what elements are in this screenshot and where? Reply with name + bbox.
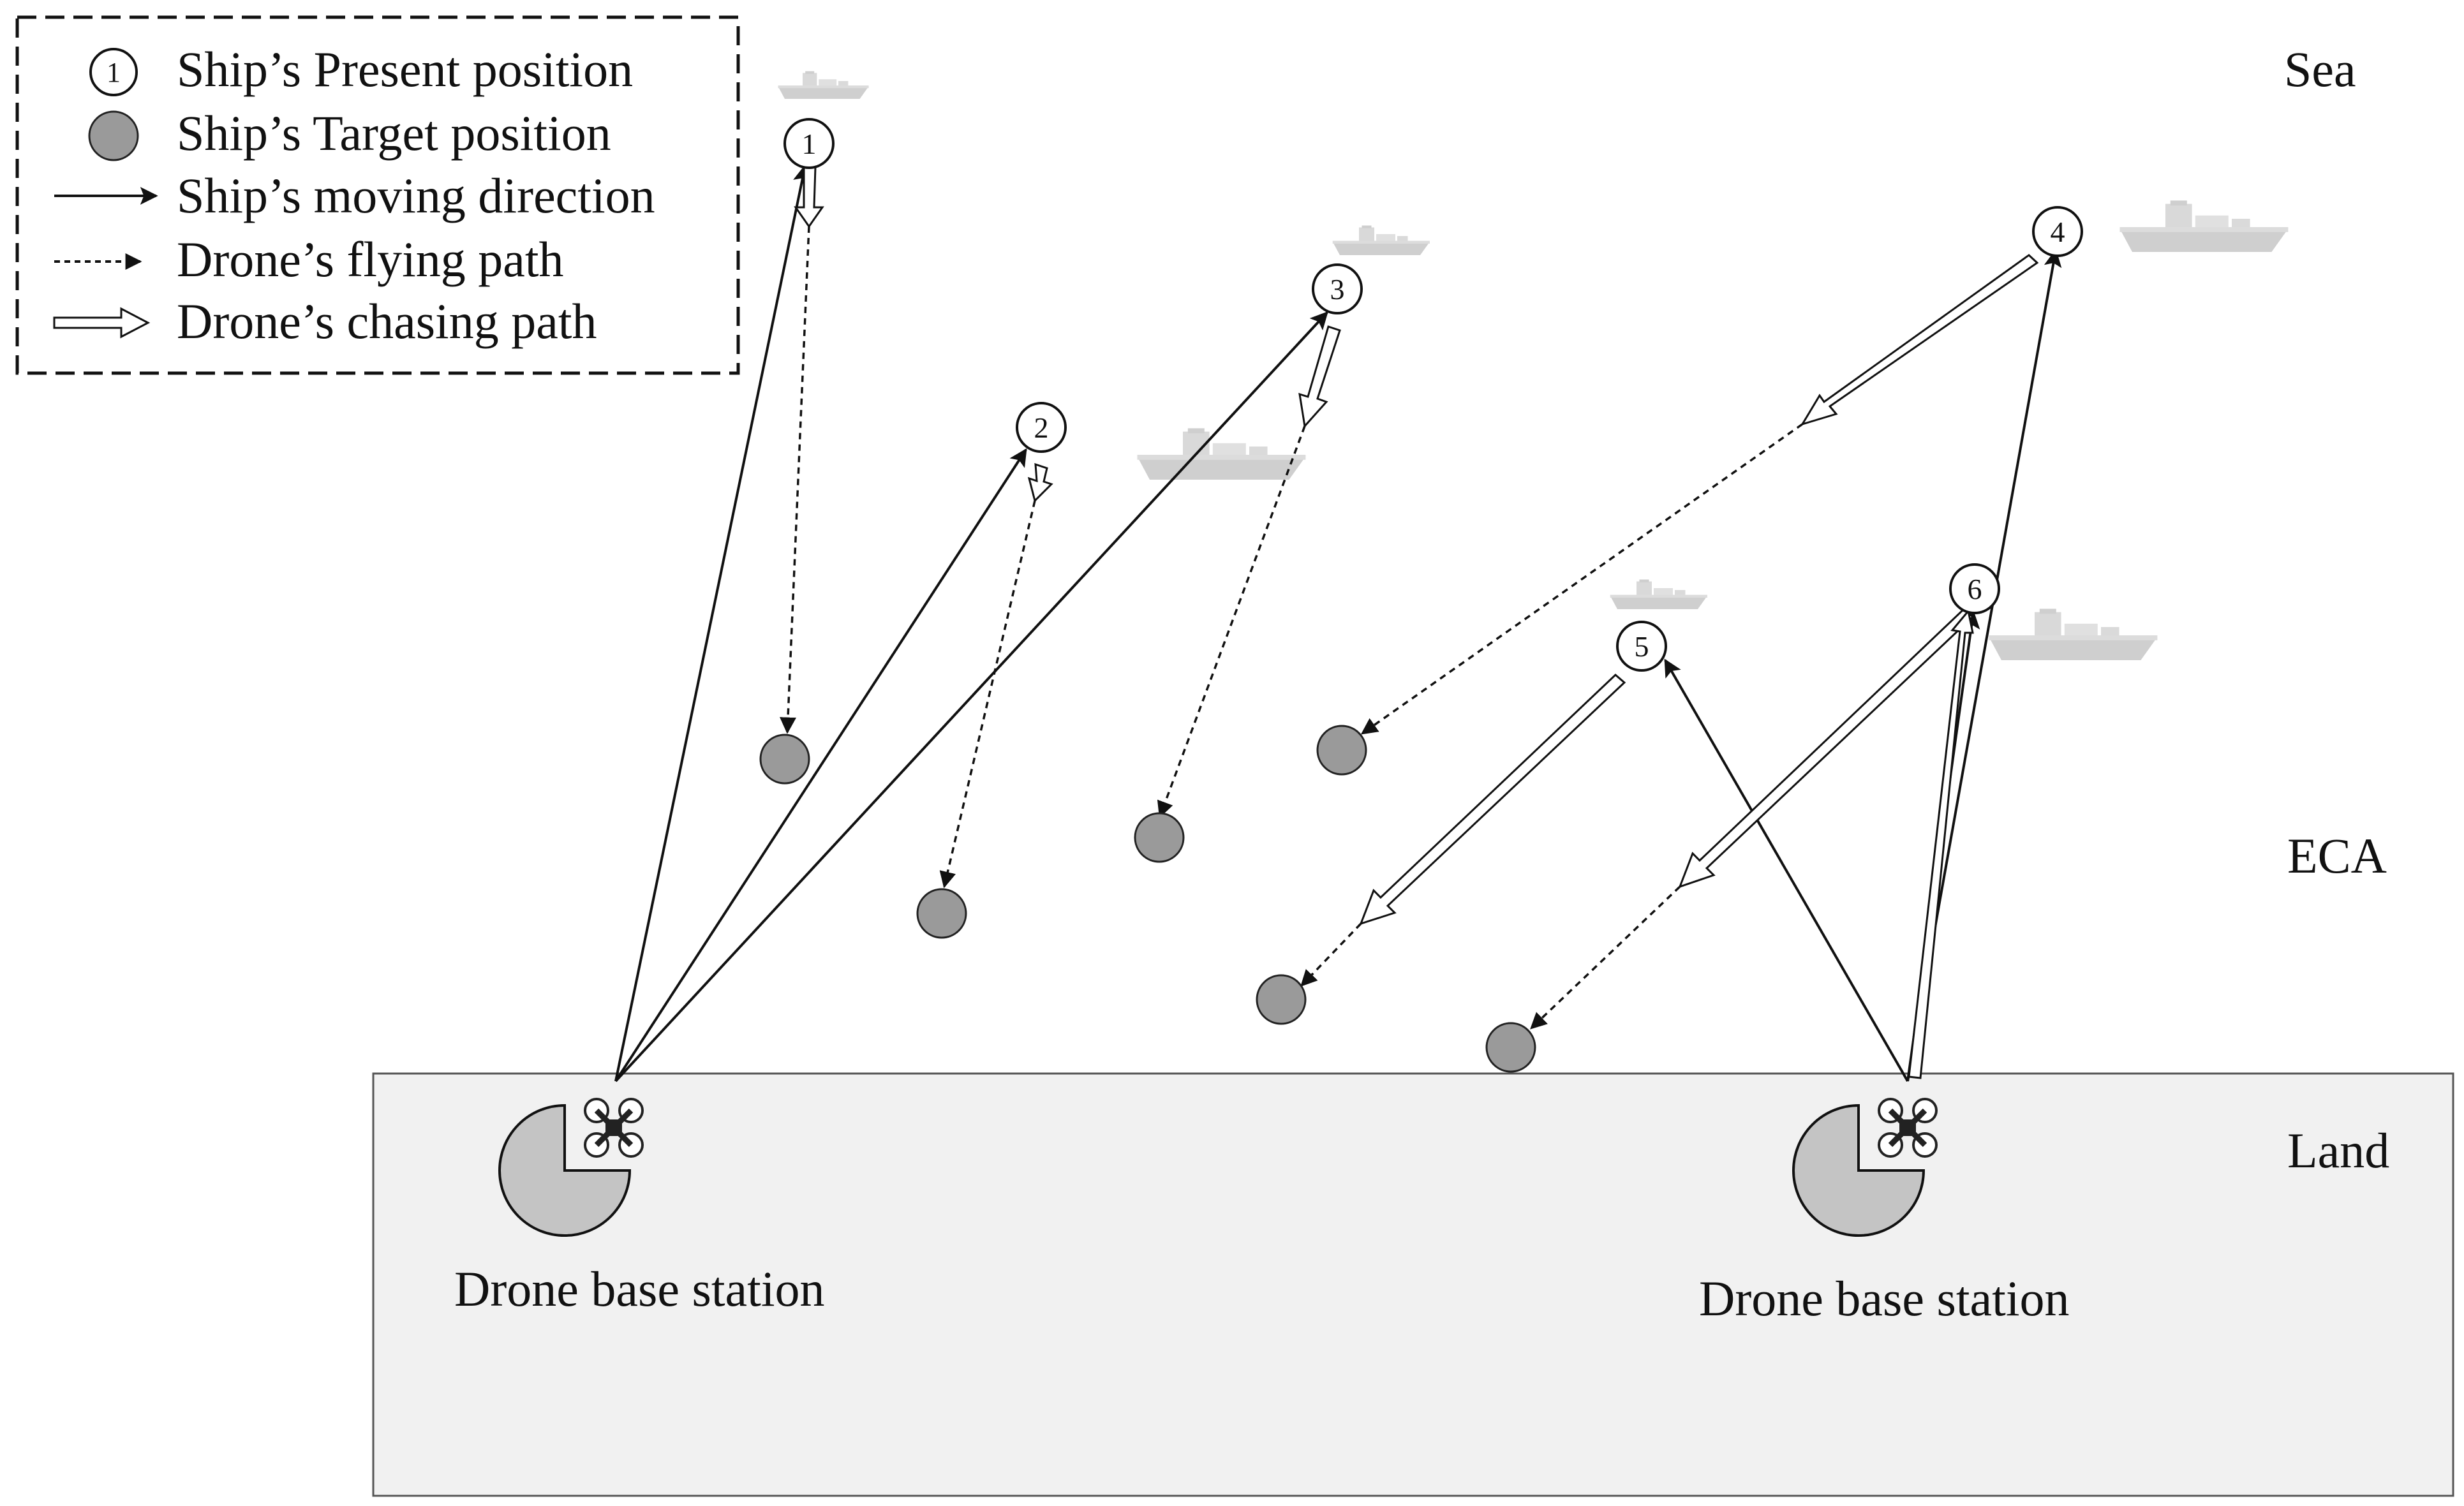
- present-position-6: [1949, 563, 2000, 614]
- base-station-icon-left: [498, 1104, 632, 1237]
- chasing-paths: [794, 166, 2039, 1079]
- ship-icon-1: [778, 71, 869, 99]
- legend-flying-label: Drone’s flying path: [177, 232, 564, 287]
- flying-path-4: [1360, 423, 1804, 735]
- legend-chasing-label: Drone’s chasing path: [177, 293, 597, 349]
- legend-target-symbol: [88, 110, 139, 161]
- moving-arrows: [614, 164, 2062, 1082]
- present-position-4: [2032, 206, 2083, 257]
- flying-paths: [780, 226, 1804, 1030]
- moving-arrow-2: [614, 448, 1027, 1082]
- chasing-path-6: [1678, 607, 1975, 889]
- chasing-path-1: [794, 166, 824, 228]
- ship-icon-2: [1137, 428, 1306, 480]
- present-position-3: [1312, 263, 1363, 314]
- present-position-2: [1016, 402, 1067, 453]
- chasing-path-4: [1800, 254, 2039, 426]
- base-station-left: Drone base station: [454, 1098, 825, 1317]
- moving-arrow-5: [1664, 658, 1909, 1082]
- ship-icon-6: [1989, 609, 2158, 660]
- target-position-4: [1316, 725, 1367, 776]
- base-station-right: Drone base station: [1699, 1098, 2070, 1326]
- legend-present-symbol-number: 1: [107, 57, 121, 88]
- flying-path-3: [1157, 425, 1306, 818]
- moving-arrow-1: [614, 164, 811, 1082]
- target-position-5: [1256, 974, 1307, 1025]
- target-position-1: [759, 734, 810, 785]
- legend-present-label: Ship’s Present position: [177, 41, 633, 97]
- present-position-1: [783, 118, 835, 169]
- present-position-6-number: 6: [1968, 573, 1982, 605]
- base-station-right-label: Drone base station: [1699, 1271, 2070, 1326]
- target-position-3: [1134, 812, 1185, 863]
- legend-target-label: Ship’s Target position: [177, 105, 611, 161]
- region-label-eca: ECA: [2287, 828, 2387, 883]
- legend-chasing-arrow: [53, 307, 151, 339]
- present-position-2-number: 2: [1034, 411, 1049, 444]
- ship-icon-4: [2119, 200, 2289, 252]
- base-station-icon-right: [1792, 1104, 1926, 1237]
- moving-arrow-3: [614, 311, 1328, 1082]
- base-station-left-label: Drone base station: [454, 1261, 825, 1317]
- land-region: [372, 1072, 2454, 1497]
- region-label-land: Land: [2287, 1123, 2389, 1178]
- present-position-4-number: 4: [2051, 216, 2065, 248]
- present-position-3-number: 3: [1330, 273, 1345, 306]
- present-positions: 1 2 3 4 5 6: [783, 118, 2083, 672]
- drone-icon-left: [584, 1098, 644, 1158]
- flying-path-2: [939, 500, 1036, 889]
- region-label-sea: Sea: [2284, 41, 2356, 97]
- drone-icon-right: [1878, 1098, 1938, 1158]
- ship-icon-3: [1332, 225, 1430, 255]
- target-positions: [759, 725, 1536, 1073]
- legend-present-symbol: [89, 48, 138, 96]
- present-position-5: [1616, 621, 1667, 672]
- target-position-6: [1485, 1022, 1536, 1073]
- chasing-path-2: [1027, 462, 1053, 503]
- legend-moving-label: Ship’s moving direction: [177, 168, 655, 223]
- flying-path-1: [780, 226, 810, 734]
- chasing-path-6b: [1908, 609, 1974, 1079]
- flying-path-6: [1530, 885, 1681, 1030]
- flying-path-5: [1300, 922, 1362, 987]
- chasing-path-5: [1359, 673, 1626, 926]
- present-position-5-number: 5: [1635, 630, 1649, 663]
- target-position-2: [916, 888, 967, 939]
- present-position-1-number: 1: [802, 128, 817, 160]
- legend: 1 Ship’s Present position Ship’s Target …: [15, 15, 740, 375]
- chasing-path-3: [1298, 325, 1341, 429]
- ship-icon-5: [1610, 579, 1707, 609]
